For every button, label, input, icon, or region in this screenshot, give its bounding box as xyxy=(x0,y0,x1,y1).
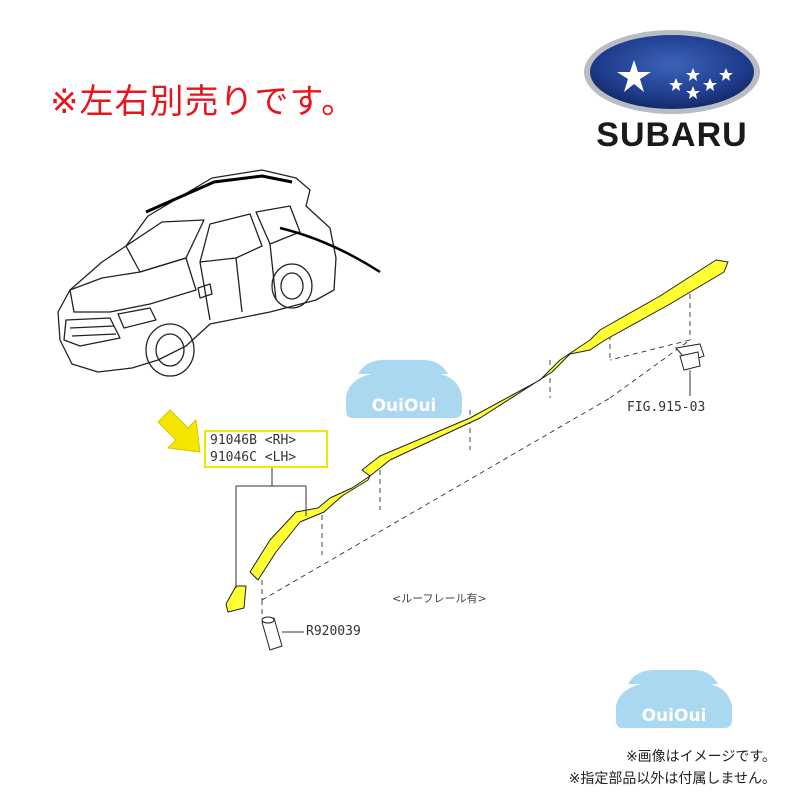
subaru-emblem-icon xyxy=(584,30,760,114)
part-number-rh: 91046B <RH> xyxy=(210,433,297,448)
part-number-box: 91046B <RH> 91046C <LH> xyxy=(204,430,328,468)
callout-lines xyxy=(235,468,307,588)
bracket-part-icon xyxy=(675,343,705,396)
leader-line xyxy=(279,226,381,274)
figure-reference: FIG.915-03 xyxy=(627,400,706,415)
parts-disclaimer: ※指定部品以外は付属しません。 xyxy=(568,771,776,787)
car-illustration-icon xyxy=(57,169,337,377)
watermark-top: OuiOui xyxy=(371,396,437,416)
clip-reference: R920039 xyxy=(306,624,361,639)
roof-molding-part xyxy=(225,259,729,613)
clip-part-icon xyxy=(261,616,304,651)
part-number-lh: 91046C <LH> xyxy=(210,450,297,465)
variant-note: <ルーフレール有> xyxy=(392,592,487,605)
separate-sale-note: ※左右別売りです。 xyxy=(50,82,357,122)
pointer-arrow-icon xyxy=(157,409,201,453)
image-disclaimer: ※画像はイメージです。 xyxy=(625,749,776,765)
brand-name: SUBARU xyxy=(596,116,748,154)
subaru-logo: SUBARU xyxy=(572,26,772,156)
guide-lines xyxy=(261,285,691,618)
watermark-car-icon xyxy=(346,360,732,728)
watermark-bottom: OuiOui xyxy=(641,706,707,726)
